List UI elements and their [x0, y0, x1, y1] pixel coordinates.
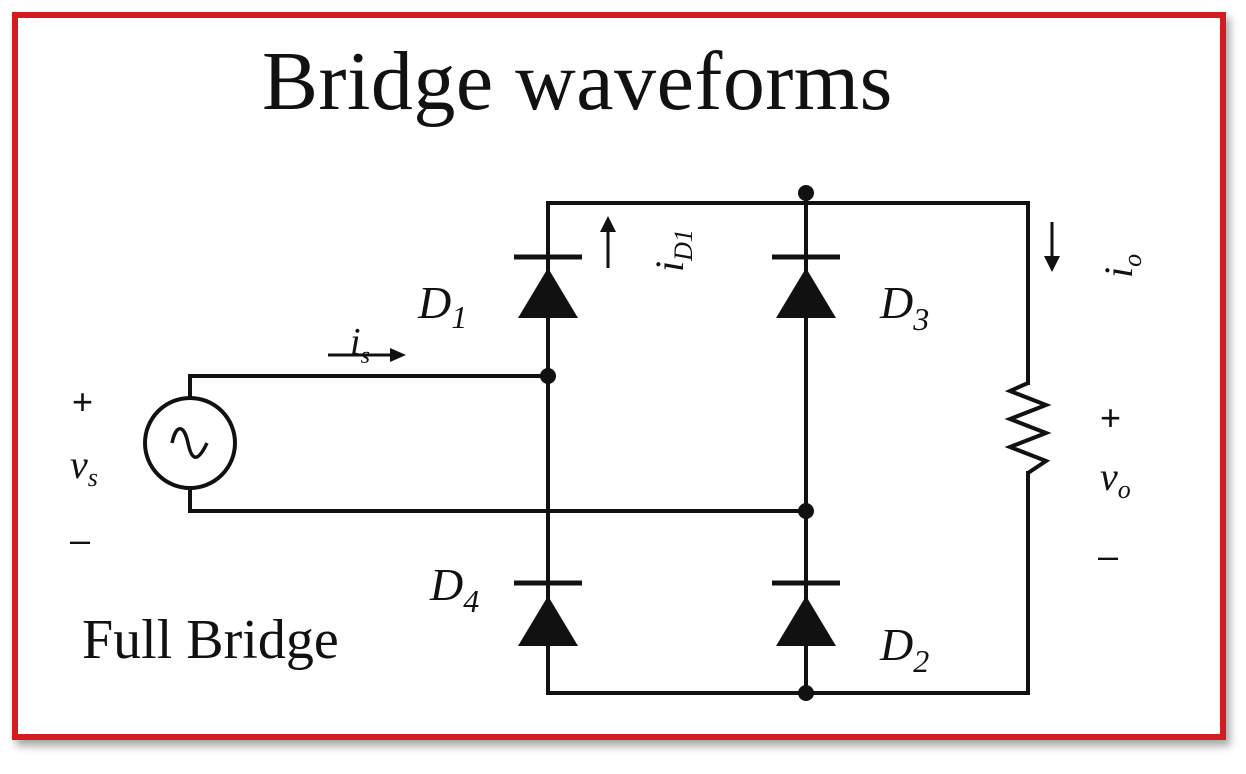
diode-d2-icon	[772, 580, 840, 646]
label-vs: vs	[70, 442, 98, 492]
current-arrow-icon-id1	[600, 216, 616, 268]
label-id1: iD1	[647, 229, 698, 272]
diode-d3-icon	[772, 254, 840, 318]
label-vo-minus: –	[1098, 535, 1118, 576]
current-arrow-icon-is	[328, 348, 406, 362]
label-d3: D3	[879, 277, 929, 337]
label-is: is	[350, 321, 370, 369]
current-arrow-icon-io	[1044, 222, 1060, 272]
junction-dot-bottom	[798, 685, 814, 701]
resistor-icon	[1004, 381, 1052, 475]
label-d2: D2	[879, 619, 929, 679]
junction-dot-left	[540, 368, 556, 384]
label-vs-minus: –	[70, 519, 90, 560]
junction-dot-middle	[798, 503, 814, 519]
diode-d4-icon	[514, 580, 582, 646]
label-vo: vo	[1100, 454, 1131, 504]
label-d4: D4	[429, 559, 479, 619]
label-d1: D1	[417, 277, 467, 335]
page-title: Bridge waveforms	[262, 35, 893, 128]
junction-dot-top	[798, 185, 814, 201]
ac-source-icon	[143, 396, 237, 490]
label-io: io	[1096, 254, 1147, 278]
circuit-caption: Full Bridge	[82, 609, 339, 671]
label-vs-plus: +	[72, 381, 93, 422]
label-vo-plus: +	[1100, 397, 1121, 438]
diode-d1-icon	[514, 254, 582, 318]
